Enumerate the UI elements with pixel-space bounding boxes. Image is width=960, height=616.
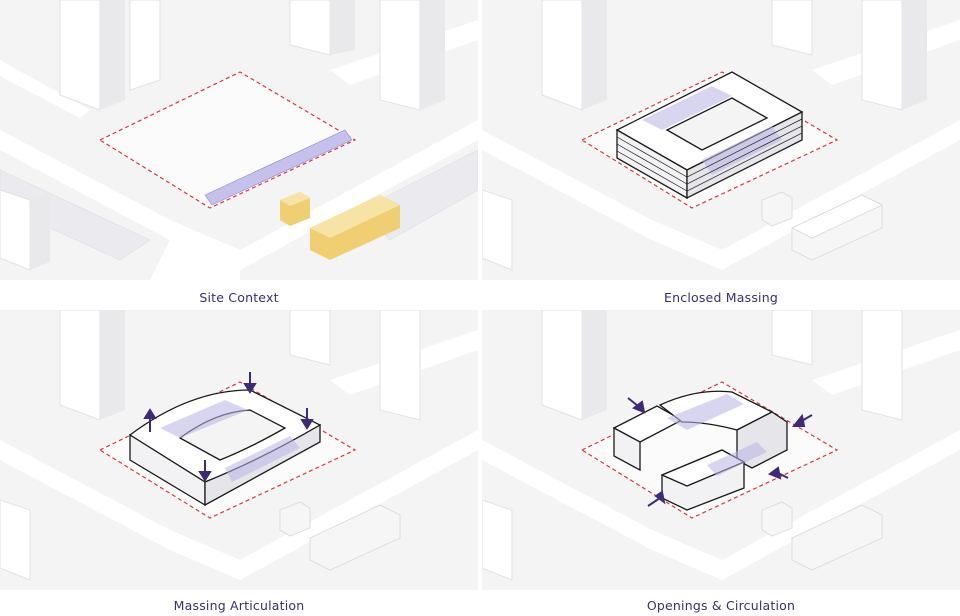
entry-arrow <box>627 397 813 507</box>
existing-building <box>761 191 883 261</box>
context-tower <box>0 310 421 581</box>
panel-caption: Enclosed Massing <box>664 290 778 305</box>
program-highlight <box>667 394 767 476</box>
context-tower <box>482 0 927 271</box>
diagram-panel-site-context <box>0 0 478 280</box>
program-highlight <box>642 86 782 175</box>
enclosed-massing-drawing <box>482 0 960 271</box>
site-context-drawing <box>0 0 478 280</box>
context-tower <box>482 310 903 581</box>
site-boundary <box>98 71 357 209</box>
site-edge-strip <box>204 129 353 206</box>
massing-articulation-drawing <box>0 310 478 581</box>
panel-caption: Openings & Circulation <box>646 598 796 613</box>
existing-building <box>280 192 400 260</box>
openings-circulation-drawing <box>482 310 960 581</box>
program-highlight <box>160 400 300 482</box>
diagram-panel-massing-articulation <box>0 310 478 590</box>
existing-building <box>279 501 401 571</box>
floor-lines <box>616 118 803 192</box>
panel-caption: Site Context <box>199 290 279 305</box>
push-pull-arrow <box>143 372 314 482</box>
panel-caption: Massing Articulation <box>173 598 305 613</box>
diagram-panel-openings-circulation <box>482 310 960 590</box>
diagram-panel-enclosed-massing <box>482 0 960 280</box>
existing-building <box>761 501 883 571</box>
context-tower <box>0 0 445 271</box>
